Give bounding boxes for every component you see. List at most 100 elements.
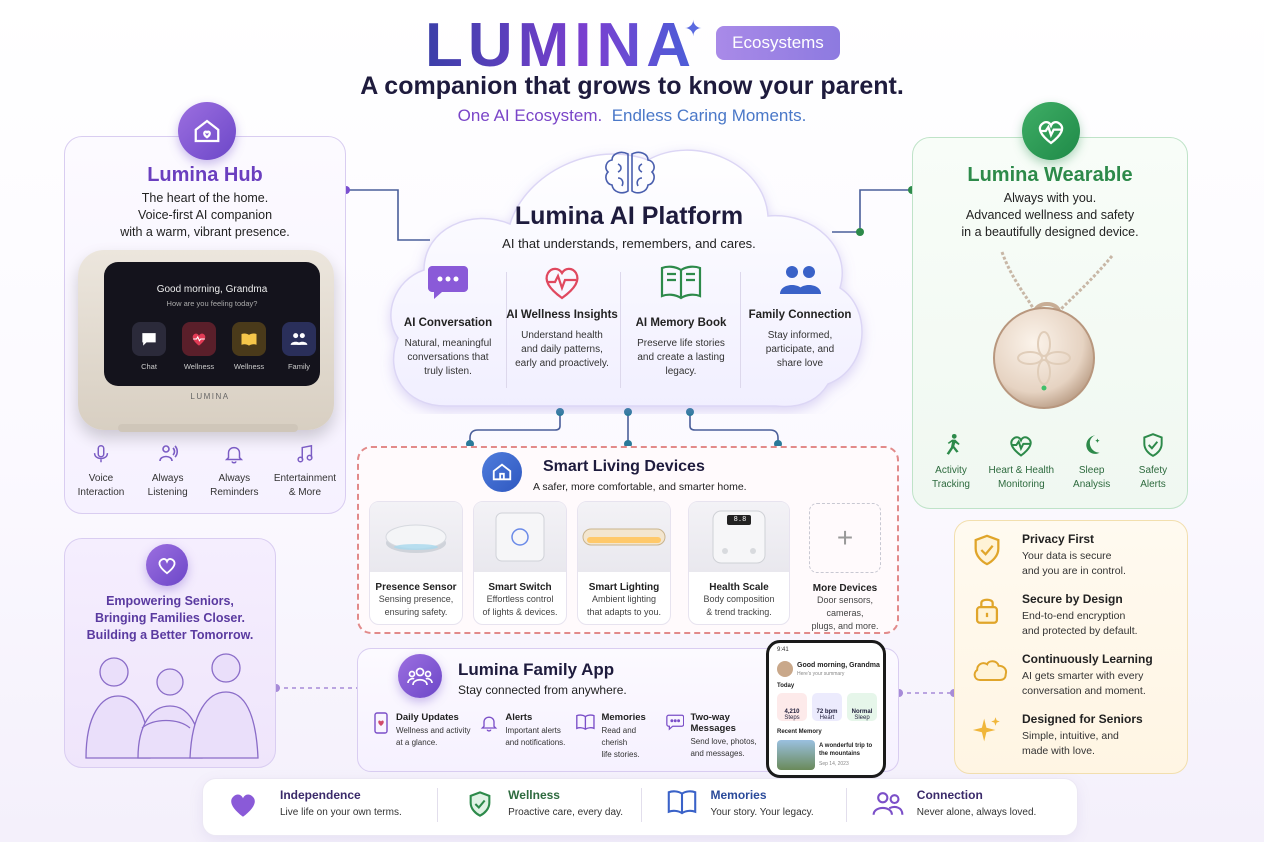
wearable-features: Activity Tracking Heart & Health Monitor… [920, 432, 1182, 492]
smart-lighting-image [578, 502, 670, 572]
privacy-desc: AI gets smarter with every conversation … [1022, 669, 1153, 699]
lock-icon [975, 598, 999, 624]
hub-tile-label: Family [287, 362, 311, 371]
stat-value: 4,210 [784, 709, 800, 715]
connector-dot [856, 228, 864, 236]
hub-tile-memories[interactable]: Wellness [224, 322, 274, 371]
footer-divider [641, 788, 643, 822]
hub-tile-chat[interactable]: Chat [124, 322, 174, 371]
hub-desc-line: The heart of the home. [141, 191, 269, 205]
footer-item-title: Independence [280, 788, 361, 802]
device-card-smart-lighting[interactable]: Smart Lighting Ambient lighting that ada… [577, 501, 671, 625]
health-scale-image: 8.8 [689, 502, 789, 572]
wearable-feature: Heart & Health Monitoring [983, 432, 1059, 492]
phone-greeting-sub: Here's your summary [797, 671, 845, 677]
platform-feature-family: Family Connection Stay informed, partici… [742, 262, 858, 371]
divider [740, 272, 741, 388]
platform-title: Lumina AI Platform [514, 202, 744, 230]
seniors-line: Bringing Families Closer. [94, 611, 246, 625]
desc-line: Effortless control [486, 594, 554, 604]
device-card-health-scale[interactable]: 8.8 Health Scale Body composition & tren… [688, 501, 790, 625]
desc-line: Sensing presence, [378, 594, 454, 604]
phone-heart-icon [374, 712, 388, 734]
stat-label: Steps [784, 715, 800, 721]
footer-item: Memories Your story. Your legacy. [666, 788, 845, 822]
app-feature: Daily Updates Wellness and activity at a… [372, 712, 474, 761]
connector-dot [774, 440, 782, 448]
wearable-title: Lumina Wearable [967, 164, 1133, 186]
hub-feature-label: Listening [147, 487, 188, 498]
privacy-desc: End-to-end encryption and protected by d… [1022, 609, 1138, 639]
platform-feature-conversation: AI Conversation Natural, meaningful conv… [390, 262, 506, 379]
hub-device-brand: LUMINA [190, 392, 230, 401]
hub-tile-family[interactable]: Family [274, 322, 324, 371]
device-card-presence-sensor[interactable]: Presence Sensor Sensing presence, ensuri… [369, 501, 463, 625]
privacy-panel [954, 520, 1188, 774]
wearable-feature: Activity Tracking [920, 432, 982, 492]
hub-desc-line: with a warm, vibrant presence. [120, 225, 290, 239]
footer-divider [845, 788, 847, 822]
hub-feature-label: & More [288, 487, 322, 498]
desc-line: Send love, photos, [690, 737, 757, 746]
platform-feature-title: AI Memory Book [635, 317, 727, 329]
hub-feature: Always Reminders [203, 442, 265, 500]
phone-today: Today [777, 683, 795, 689]
divider [506, 272, 507, 388]
wearable-feature-label: Sleep [1078, 465, 1105, 476]
home-icon [482, 452, 522, 492]
family-app-phone: 9:41 Good morning, Grandma Here's your s… [766, 640, 886, 778]
desc-line: life stories. [601, 750, 640, 759]
desc-line: Simple, intuitive, and [1022, 730, 1119, 742]
add-device-tile[interactable]: + [809, 503, 881, 573]
hub-tile-wellness[interactable]: Wellness [174, 322, 224, 371]
hub-tiles: Chat Wellness Wellness Family [124, 322, 316, 371]
platform-feature-desc: Understand health and daily patterns, ea… [504, 329, 620, 371]
device-name: Presence Sensor [375, 582, 457, 593]
heart-icon [146, 544, 188, 586]
desc-line: Stay informed, [767, 330, 833, 341]
hub-tile-label: Chat [141, 362, 157, 371]
app-feature: Alerts Important alerts and notification… [479, 712, 569, 761]
wearable-feature-label: Safety [1138, 465, 1168, 476]
connector-dot [895, 689, 903, 697]
desc-line: and create a lasting [637, 352, 725, 363]
desc-line: Natural, meaningful [404, 338, 492, 349]
heart-pulse-icon [1022, 102, 1080, 160]
wearable-description: Always with you. Advanced wellness and s… [912, 190, 1188, 241]
device-name: Smart Switch [488, 582, 552, 593]
desc-line: at a glance. [396, 738, 438, 747]
desc-line: conversation and moment. [1022, 685, 1146, 697]
sparkle-icon: ✦ [684, 16, 703, 41]
hub-title: Lumina Hub [147, 164, 263, 186]
device-card-smart-switch[interactable]: Smart Switch Effortless control of light… [473, 501, 567, 625]
wearable-feature-label: Heart & Health [988, 465, 1055, 476]
wearable-desc-line: in a beautifully designed device. [961, 225, 1139, 239]
hub-feature-label: Voice [88, 473, 114, 484]
footer-item: Wellness Proactive care, every day. [466, 788, 641, 822]
desc-line: and messages. [690, 749, 745, 758]
desc-line: & trend tracking. [706, 607, 772, 617]
hub-tile-label: Wellness [183, 362, 215, 371]
brain-circuit-icon [605, 151, 655, 194]
privacy-item: Secure by Design End-to-end encryption a… [970, 592, 1180, 652]
device-card-more[interactable]: + More Devices Door sensors, cameras, pl… [798, 501, 892, 631]
app-feature-desc: Important alerts and notifications. [505, 725, 565, 749]
desc-line: that adapts to you. [586, 607, 662, 617]
privacy-desc: Simple, intuitive, and made with love. [1022, 729, 1143, 759]
heart-monitor-icon [1010, 436, 1032, 457]
hub-features: Voice Interaction Always Listening Alway… [70, 442, 340, 500]
family-icon [780, 266, 821, 294]
heart-pulse-icon [545, 267, 579, 300]
wearable-feature-label: Analysis [1073, 479, 1111, 490]
platform-feature-wellness: AI Wellness Insights Understand health a… [504, 262, 620, 371]
page-subline: One AI Ecosystem. Endless Caring Moments… [0, 106, 1264, 126]
desc-line: ensuring safety. [384, 607, 448, 617]
wearable-feature: Sleep Analysis [1061, 432, 1123, 492]
footer-item-title: Wellness [508, 788, 560, 802]
stat-value: Normal [851, 709, 873, 715]
footer-item: Connection Never alone, always loved. [871, 788, 1066, 822]
desc-line: and notifications. [505, 738, 566, 747]
hub-tile-label: Wellness [233, 362, 265, 371]
wearable-feature: Safety Alerts [1124, 432, 1182, 492]
